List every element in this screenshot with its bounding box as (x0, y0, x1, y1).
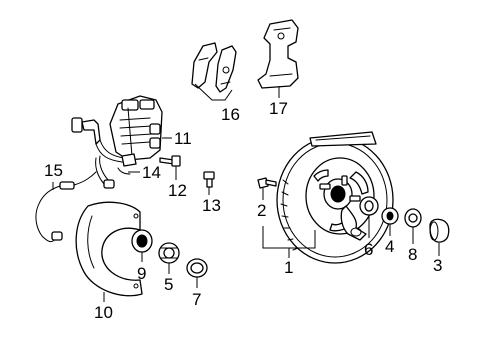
callout-9: 9 (137, 264, 146, 283)
part-15-abs-sensor (35, 171, 97, 243)
part-4-washer (381, 207, 399, 225)
part-6-outer-bearing (359, 196, 379, 216)
callout-4: 4 (385, 237, 394, 256)
callout-15: 15 (44, 161, 63, 180)
part-1-rotor-hub (276, 131, 394, 264)
callout-16: 16 (221, 105, 240, 124)
part-2-wheel-stud (257, 177, 277, 189)
part-3-grease-cap (429, 218, 450, 243)
callout-6: 6 (364, 240, 373, 259)
part-5-inner-bearing (158, 242, 180, 264)
part-10-splash-shield (75, 201, 143, 297)
part-17-caliper-bracket (257, 19, 299, 89)
callout-1: 1 (284, 258, 293, 277)
callout-11: 11 (174, 129, 192, 148)
callout-14: 14 (142, 163, 161, 182)
part-11-caliper (109, 95, 163, 161)
callout-13: 13 (202, 196, 221, 215)
callout-10: 10 (94, 303, 113, 322)
part-12-bolt (159, 155, 181, 167)
callout-17: 17 (269, 99, 288, 118)
callout-5: 5 (164, 275, 173, 294)
part-14-brake-hose (71, 117, 137, 189)
callout-12: 12 (168, 181, 187, 200)
leader-16 (194, 83, 233, 101)
callout-8: 8 (408, 245, 417, 264)
callout-2: 2 (257, 201, 266, 220)
callout-7: 7 (192, 290, 201, 309)
part-16-brake-pads (191, 42, 237, 93)
part-8-nut (404, 208, 422, 228)
part-13-bleeder-screw (203, 171, 215, 188)
part-9-seal (131, 229, 153, 253)
callout-3: 3 (433, 256, 442, 275)
part-7-bearing-race (186, 258, 208, 278)
